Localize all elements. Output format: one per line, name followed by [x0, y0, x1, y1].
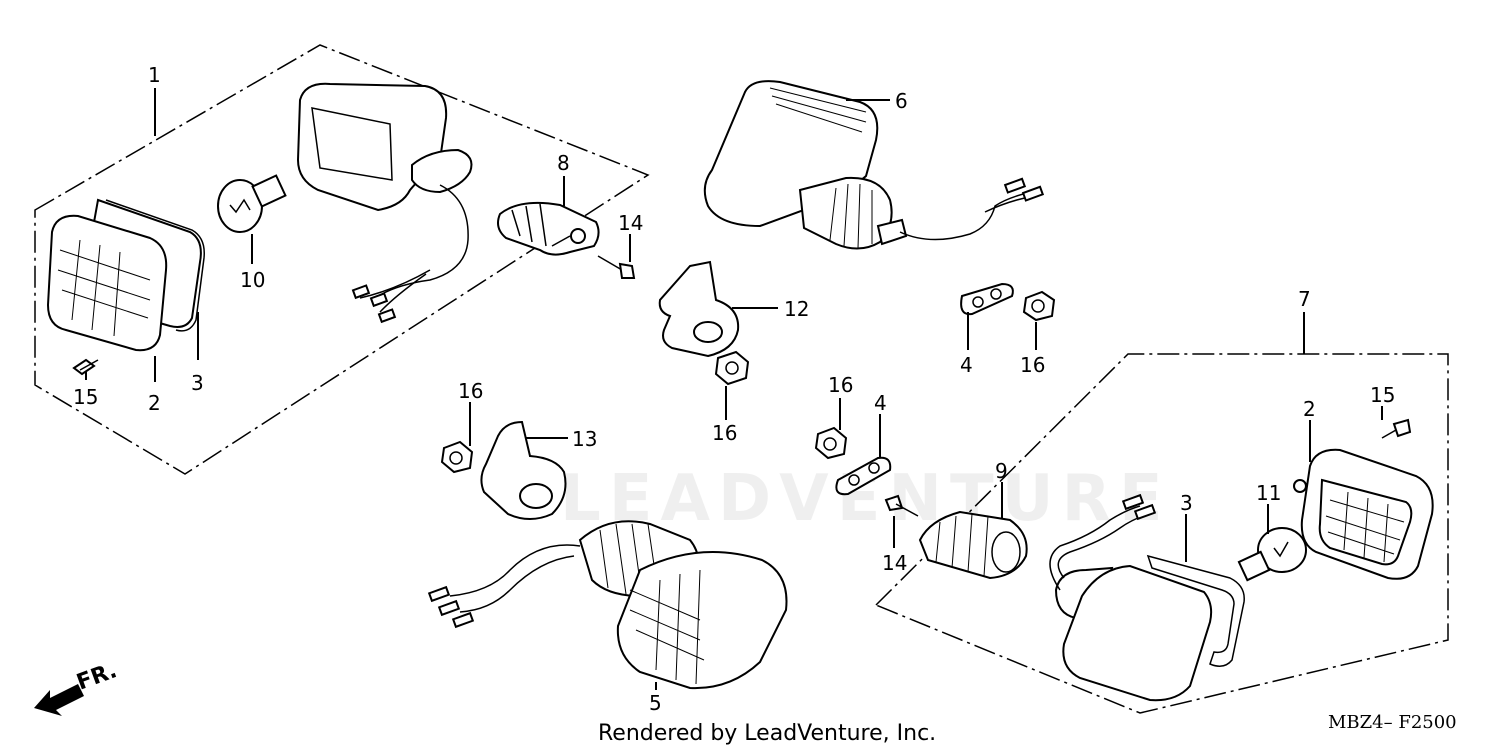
- nut-part-16-lower-right: [814, 426, 848, 460]
- callout-16-lower-right: 16: [828, 373, 853, 397]
- housing-part-1-left: [296, 82, 473, 324]
- callout-3-left: 3: [191, 371, 204, 395]
- callout-7: 7: [1298, 287, 1311, 311]
- callout-6: 6: [895, 89, 908, 113]
- callout-12: 12: [784, 297, 809, 321]
- turn-signal-part-5: [427, 520, 788, 690]
- bulb-part-10-left: [217, 174, 287, 233]
- callout-15-right: 15: [1370, 383, 1395, 407]
- turn-signal-part-6: [703, 80, 1045, 250]
- callout-16-upper: 16: [1020, 353, 1045, 377]
- plate-part-4-lower: [835, 456, 892, 496]
- callout-2-right: 2: [1303, 397, 1316, 421]
- callout-9: 9: [995, 459, 1008, 483]
- diagram-code: MBZ4– F2500: [1328, 712, 1457, 733]
- callout-4-upper: 4: [960, 353, 973, 377]
- nut-part-16-center: [714, 350, 750, 386]
- callout-3-right: 3: [1180, 491, 1193, 515]
- leader-lines: [85, 88, 1383, 690]
- group-1-border: [34, 44, 650, 475]
- callout-16-center: 16: [712, 421, 737, 445]
- screw-part-15-left: [72, 358, 99, 376]
- callout-14-right: 14: [882, 551, 907, 575]
- lens-part-2-right: [1293, 448, 1434, 580]
- callout-10: 10: [240, 268, 265, 292]
- callout-5: 5: [649, 691, 662, 715]
- gasket-part-3-right: [1146, 554, 1245, 667]
- callout-8: 8: [557, 151, 570, 175]
- callout-1: 1: [148, 63, 161, 87]
- bracket-part-13: [480, 420, 567, 520]
- cover-part-9: [918, 510, 1028, 580]
- nut-part-16-upper: [1022, 290, 1056, 322]
- gasket-part-3-left: [105, 199, 205, 332]
- housing-part-7: [1049, 493, 1213, 702]
- callout-2-left: 2: [148, 391, 161, 415]
- callout-15-left: 15: [73, 385, 98, 409]
- nut-part-16-lower-left: [440, 440, 474, 474]
- group-7-border: [874, 353, 1449, 714]
- cover-part-8-left: [497, 201, 600, 256]
- screw-part-14-right: [884, 494, 919, 517]
- callout-13: 13: [572, 427, 597, 451]
- callout-16-lower-left: 16: [458, 379, 483, 403]
- callout-4-lower: 4: [874, 391, 887, 415]
- callout-14-left: 14: [618, 211, 643, 235]
- callout-11: 11: [1256, 481, 1281, 505]
- screw-part-15-right: [1381, 418, 1412, 439]
- bulb-part-11-right: [1237, 527, 1307, 582]
- bracket-part-12: [658, 260, 740, 358]
- screw-part-14-left: [597, 255, 636, 279]
- front-direction-arrow: FR.: [34, 658, 120, 716]
- rendered-by-credit: Rendered by LeadVenture, Inc.: [598, 721, 936, 746]
- lens-part-2-left: [46, 198, 202, 352]
- front-direction-label: FR.: [74, 658, 121, 695]
- plate-part-4-upper: [960, 282, 1014, 316]
